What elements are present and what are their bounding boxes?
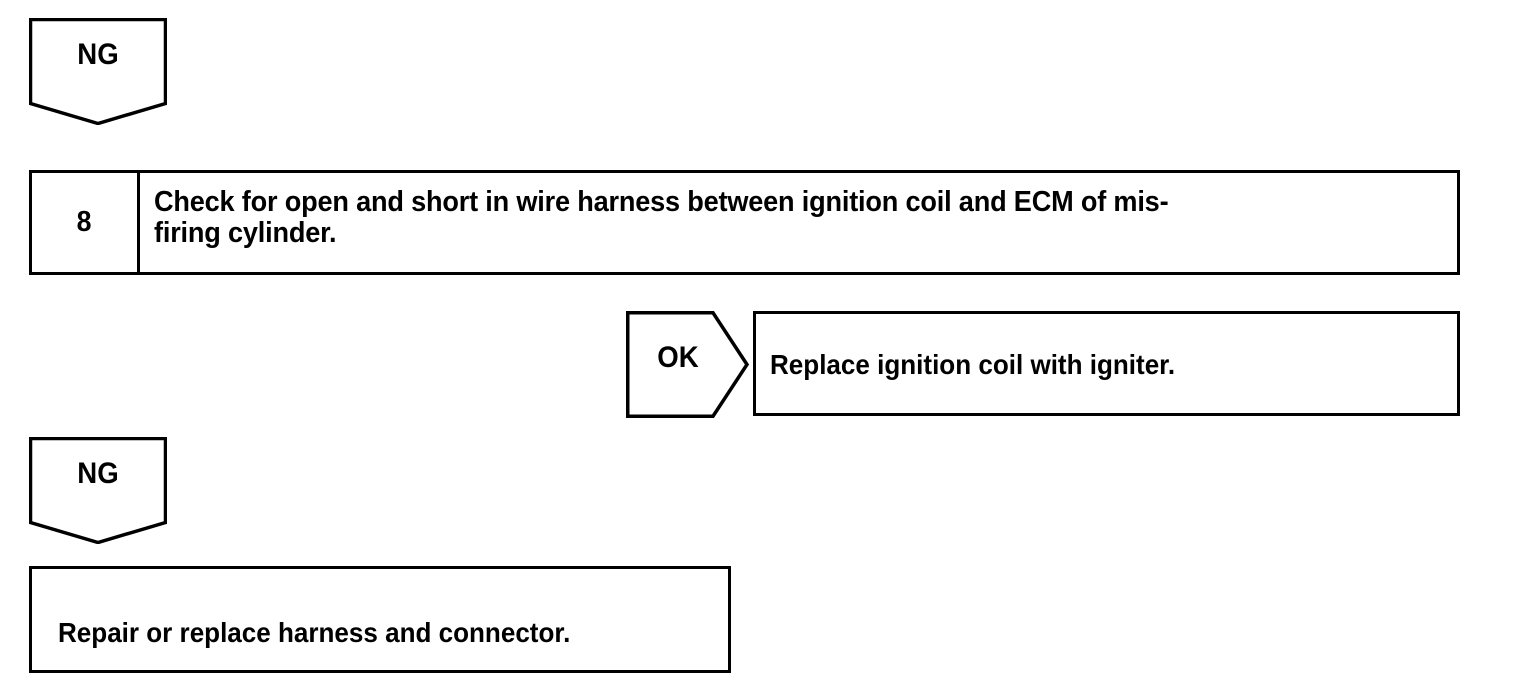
pentagon-banner-icon — [29, 18, 167, 125]
result-marker-ng-top: NG — [29, 18, 167, 125]
step-description-cell: Check for open and short in wire harness… — [140, 173, 1457, 272]
result-marker-label: NG — [77, 457, 119, 490]
action-box-replace: Replace ignition coil with igniter. — [753, 311, 1460, 416]
result-marker-ok: OK — [626, 311, 750, 418]
result-marker-ng-bottom: NG — [29, 437, 167, 544]
result-marker-label: NG — [77, 38, 119, 71]
step-number: 8 — [77, 206, 92, 238]
chevron-banner-icon — [626, 311, 750, 418]
pentagon-banner-icon — [29, 437, 167, 544]
action-box-repair: Repair or replace harness and connector. — [29, 566, 731, 673]
step-number-cell: 8 — [32, 173, 140, 272]
step-row-8: 8 Check for open and short in wire harne… — [29, 170, 1460, 275]
step-description: Check for open and short in wire harness… — [154, 186, 1169, 249]
action-box-text: Replace ignition coil with igniter. — [770, 349, 1176, 380]
result-marker-label: OK — [657, 341, 699, 374]
action-box-text: Repair or replace harness and connector. — [58, 617, 571, 648]
